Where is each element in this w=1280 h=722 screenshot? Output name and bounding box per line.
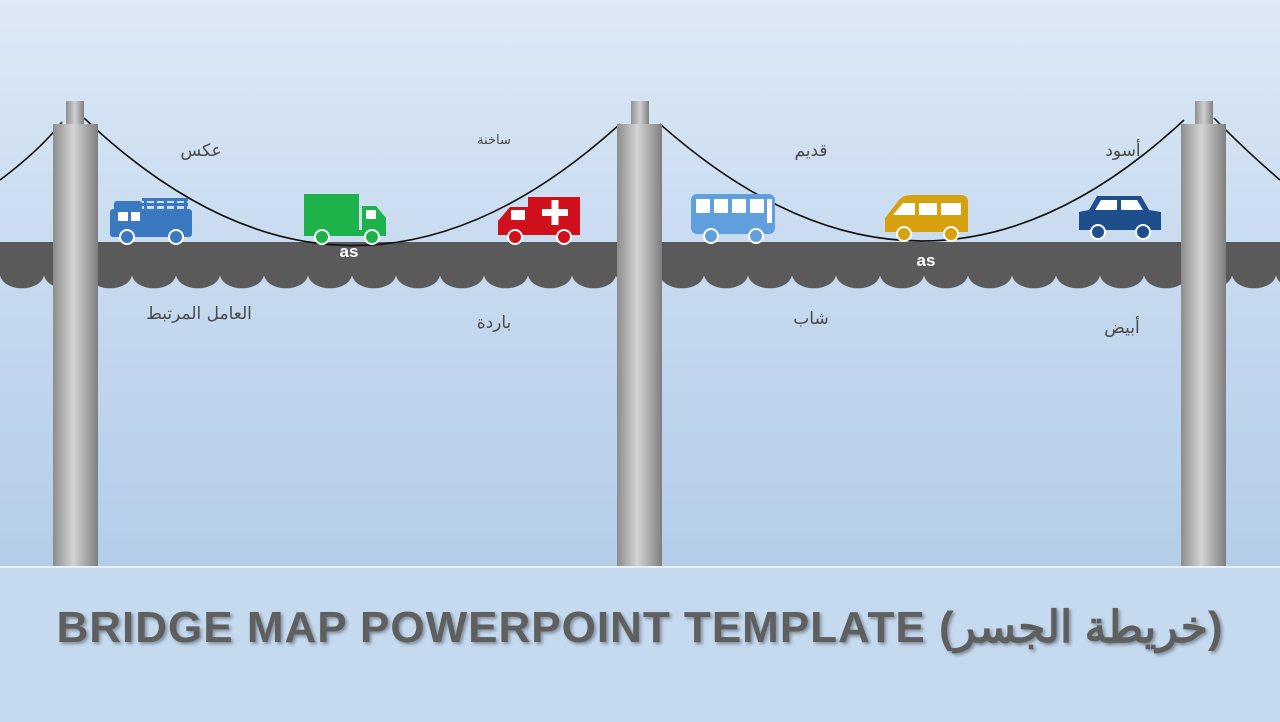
suv-icon bbox=[1079, 196, 1161, 240]
pillar-left bbox=[53, 101, 98, 568]
label-top-3: قديم bbox=[794, 141, 828, 161]
box-truck-icon bbox=[304, 194, 386, 245]
relating-factor-2: as bbox=[916, 251, 936, 270]
label-bottom-3: شاب bbox=[793, 309, 829, 329]
van-icon bbox=[885, 195, 968, 242]
cable-span-1 bbox=[83, 117, 621, 247]
label-top-1: عكس bbox=[180, 141, 222, 161]
bus-icon bbox=[691, 194, 775, 244]
fire-truck-icon bbox=[110, 198, 192, 245]
footer-band bbox=[0, 566, 1280, 722]
label-top-2: ساخنة bbox=[477, 133, 511, 148]
cable-left-outer bbox=[0, 121, 63, 181]
label-bottom-2: باردة bbox=[476, 313, 512, 333]
relating-factor-1: as bbox=[339, 242, 359, 261]
ambulance-icon bbox=[498, 197, 580, 245]
slide-title: BRIDGE MAP POWERPOINT TEMPLATE (خريطة ال… bbox=[56, 603, 1224, 652]
label-bottom-1: العامل المرتبط bbox=[146, 304, 252, 324]
pillar-right bbox=[1181, 101, 1226, 568]
label-bottom-4: أبيض bbox=[1104, 318, 1140, 338]
label-top-4: أسود bbox=[1105, 141, 1141, 161]
pillar-middle bbox=[617, 101, 662, 568]
cable-span-2 bbox=[659, 119, 1185, 242]
